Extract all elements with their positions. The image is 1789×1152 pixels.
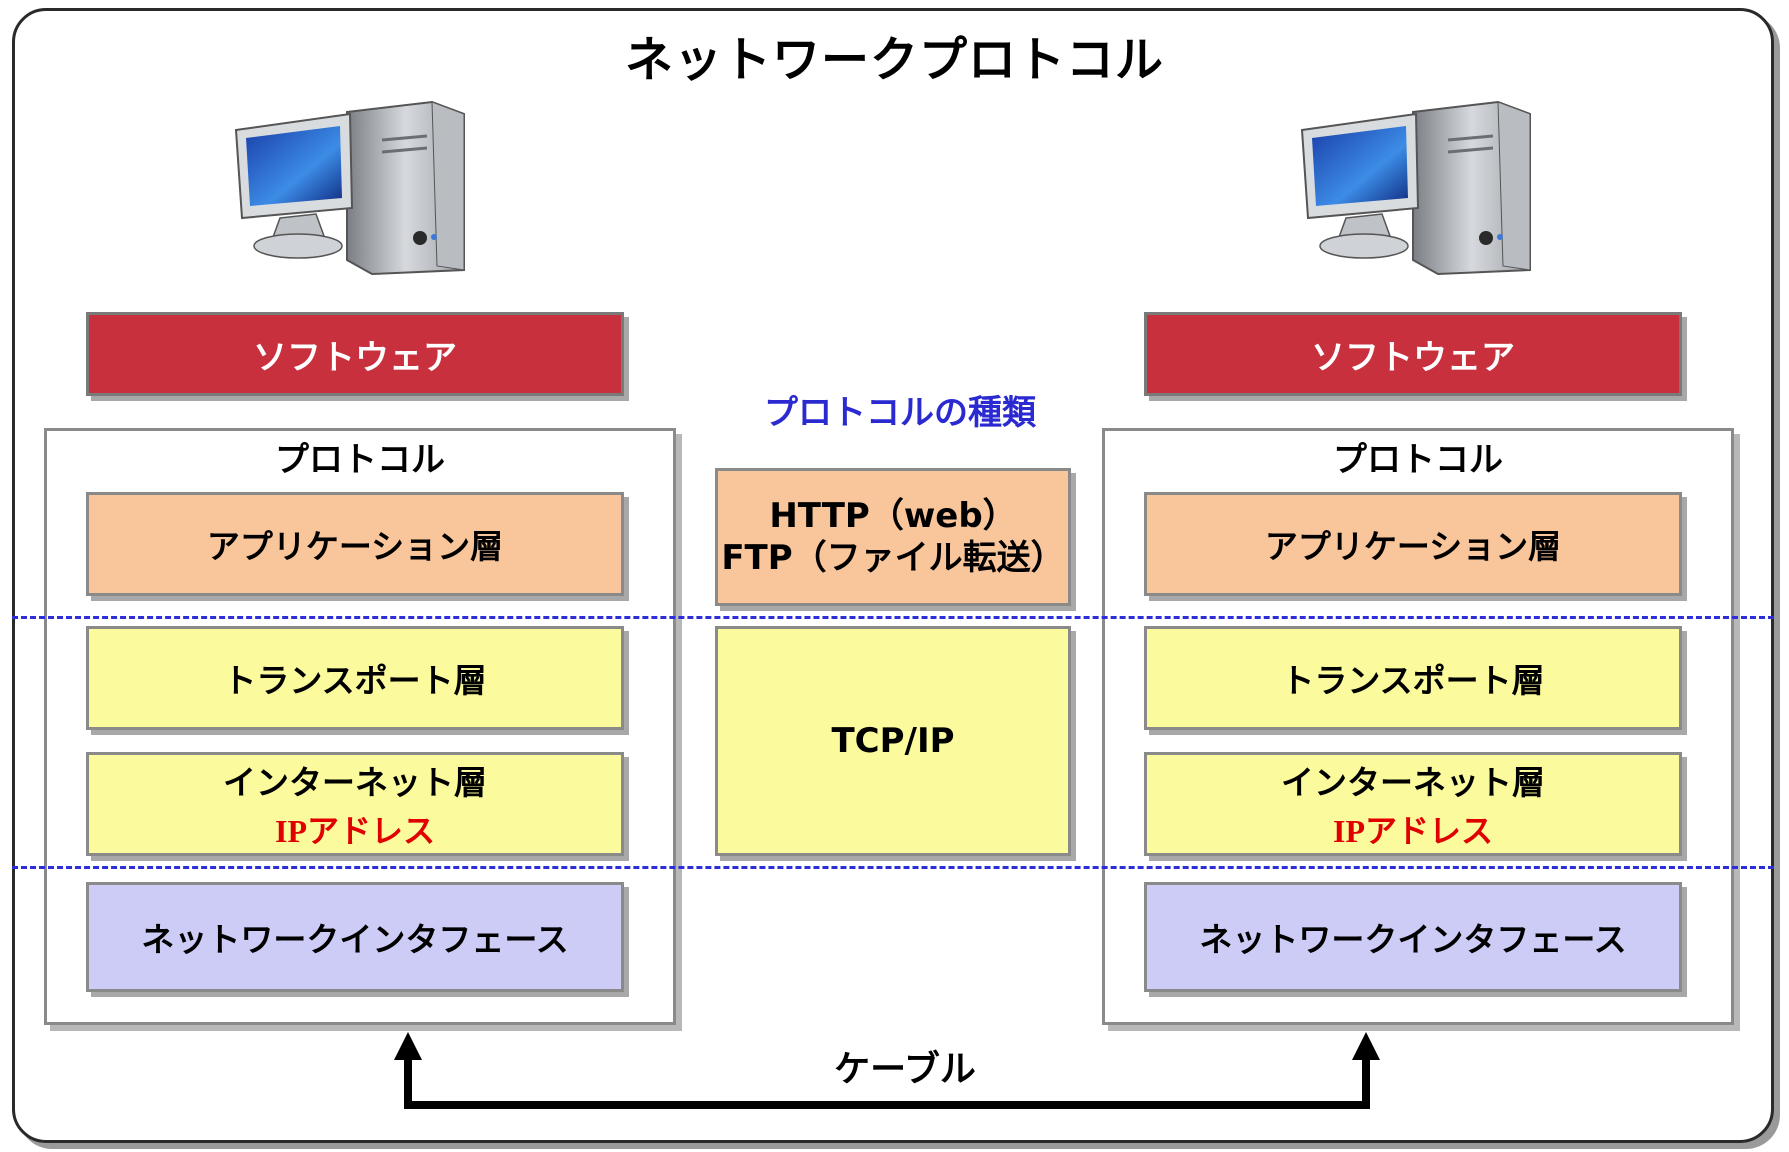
left-network-interface-layer: ネットワークインタフェース <box>86 882 624 992</box>
left-internet-layer: インターネット層 IPアドレス <box>86 752 624 856</box>
diagram-title: ネットワークプロトコル <box>624 32 1164 88</box>
right-transport-layer: トランスポート層 <box>1144 626 1682 730</box>
center-tcpip-box: TCP/IP <box>715 626 1071 856</box>
right-ip-address-label: IPアドレス <box>1332 813 1493 849</box>
computer-icon <box>234 100 465 276</box>
ftp-label: FTP（ファイル転送） <box>721 538 1065 578</box>
left-ip-address-label: IPアドレス <box>274 813 435 849</box>
left-internet-layer-label: インターネット層 <box>223 763 487 802</box>
left-application-layer: アプリケーション層 <box>86 492 624 596</box>
dashed-separator <box>12 616 1774 619</box>
protocol-kinds-title: プロトコルの種類 <box>764 393 1036 433</box>
dashed-separator <box>12 866 1774 869</box>
right-network-interface-layer: ネットワークインタフェース <box>1144 882 1682 992</box>
computer-icon <box>1300 100 1531 276</box>
left-software-box: ソフトウェア <box>86 312 624 396</box>
right-software-box: ソフトウェア <box>1144 312 1682 396</box>
left-protocol-title: プロトコル <box>275 440 445 480</box>
right-internet-layer: インターネット層 IPアドレス <box>1144 752 1682 856</box>
left-transport-layer: トランスポート層 <box>86 626 624 730</box>
right-protocol-title: プロトコル <box>1333 440 1503 480</box>
center-application-protocols: HTTP（web） FTP（ファイル転送） <box>715 468 1071 606</box>
right-internet-layer-label: インターネット層 <box>1281 763 1545 802</box>
right-application-layer: アプリケーション層 <box>1144 492 1682 596</box>
http-label: HTTP（web） <box>769 495 1017 536</box>
cable-label: ケーブル <box>834 1049 976 1090</box>
